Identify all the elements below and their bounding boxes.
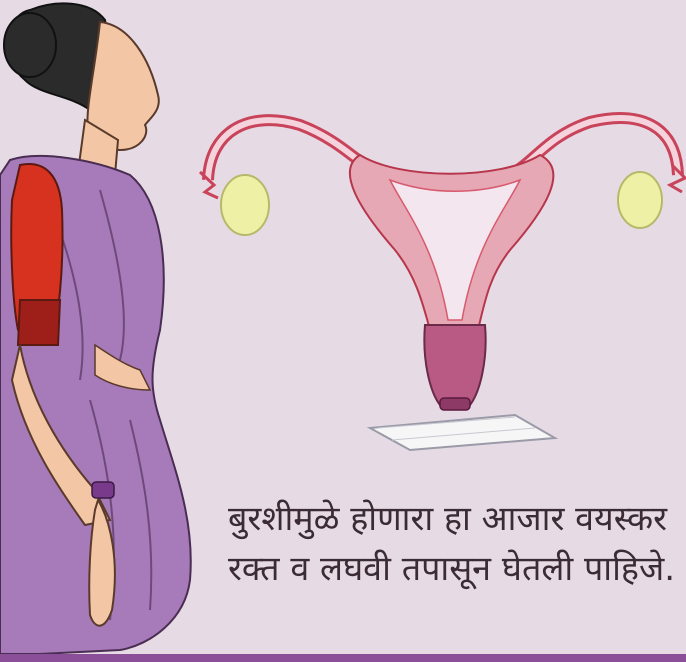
caption-line-2: रक्त व लघवी तपासून घेतली पाहिजे. [228, 544, 678, 594]
uterus-diagram [200, 118, 685, 450]
caption-line-1: बुरशीमुळे होणारा हा आजार वयस्कर [228, 494, 678, 544]
bottom-bar [0, 654, 686, 662]
caption-text: बुरशीमुळे होणारा हा आजार वयस्कर रक्त व ल… [228, 494, 678, 594]
woman-figure [0, 3, 191, 654]
